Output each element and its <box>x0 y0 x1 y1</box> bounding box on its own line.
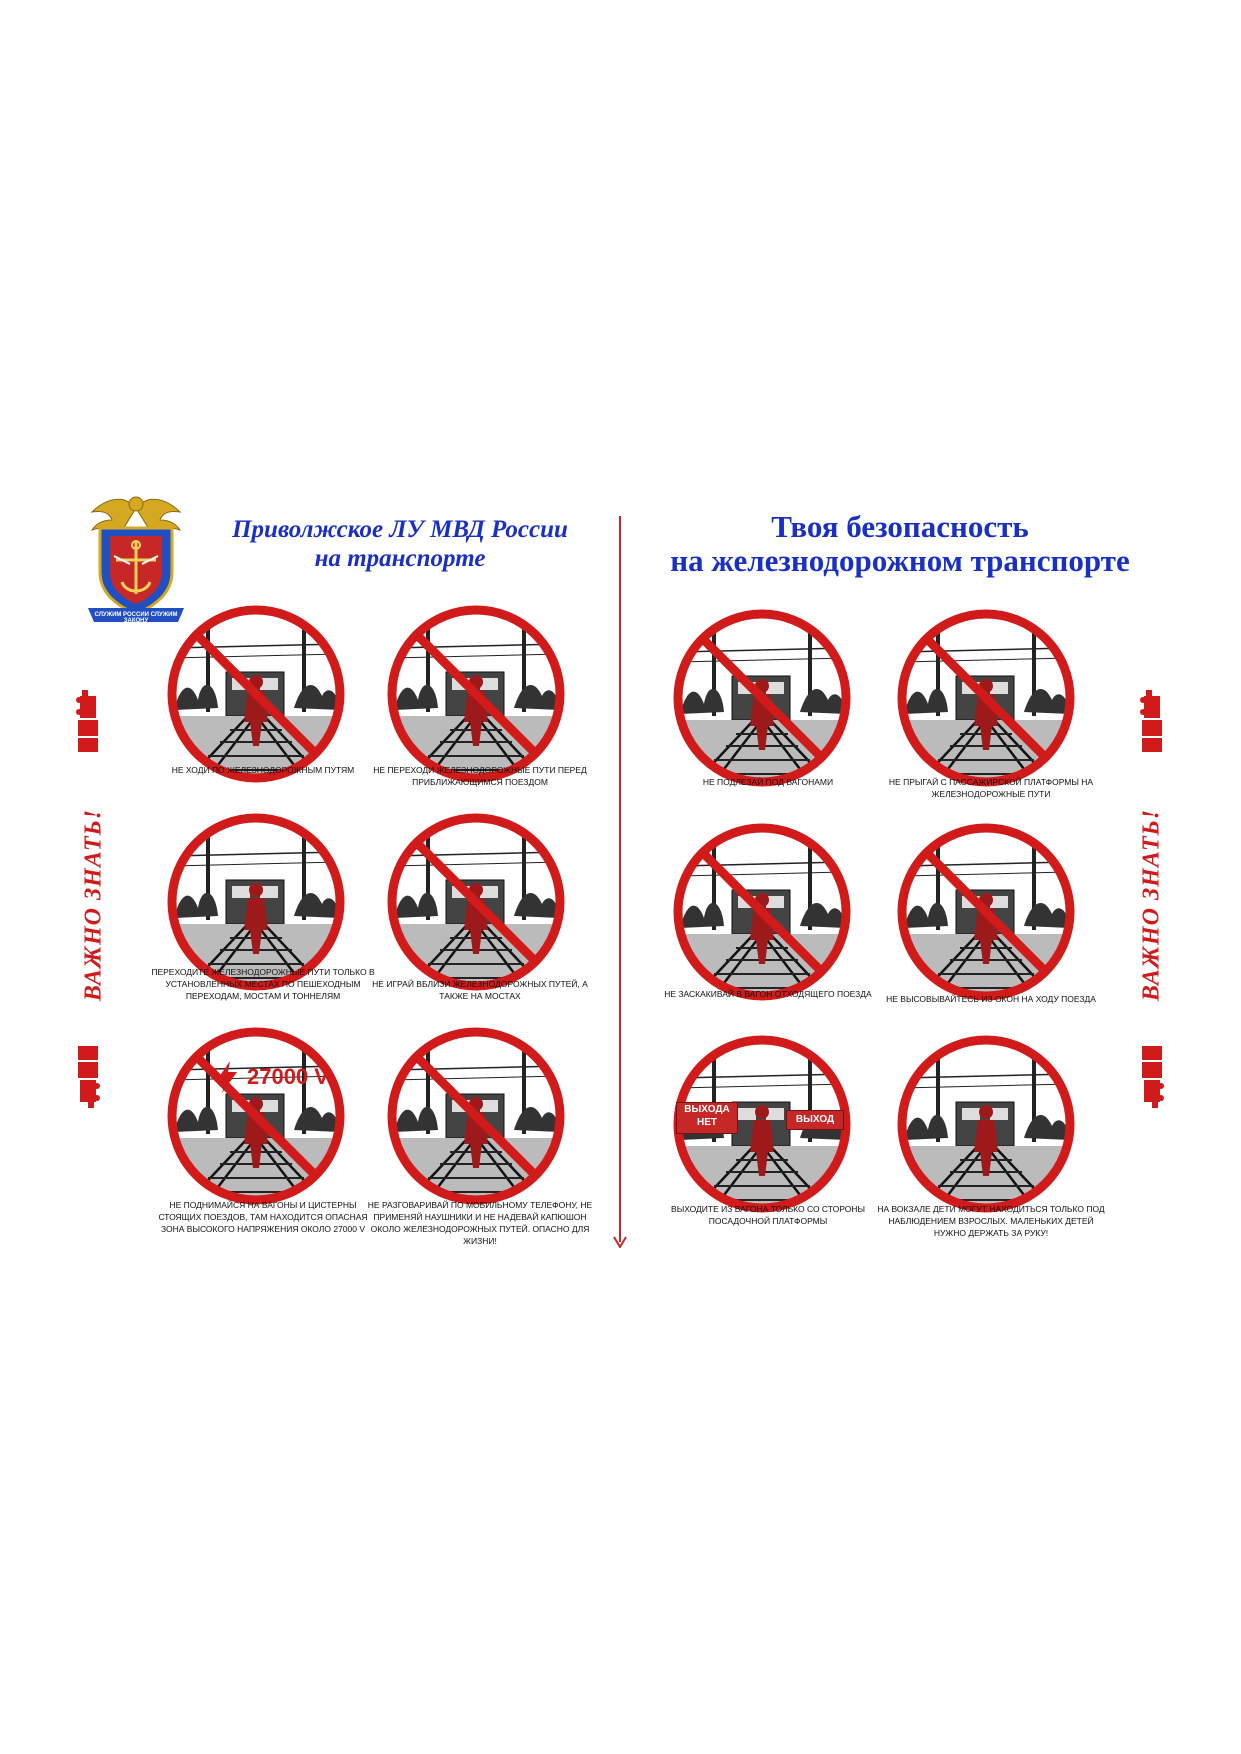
rule-caption: Не подлезай под вагонами <box>702 777 834 787</box>
rule-sign-no-leaning-out <box>897 823 1075 1001</box>
page-title: Твоя безопасность на железнодорожном тра… <box>630 510 1170 578</box>
side-banner-left: ВАЖНО ЗНАТЬ! <box>74 780 114 1030</box>
rule-sign-no-crawling-under <box>673 609 851 787</box>
side-banner-left-text: ВАЖНО ЗНАТЬ! <box>80 808 107 1002</box>
center-divider <box>619 516 621 1242</box>
prohibition-slash <box>412 838 540 966</box>
prohibition-slash <box>412 630 540 758</box>
train-icon <box>1142 1046 1164 1108</box>
prohibition-slash <box>192 1052 320 1180</box>
lightning-icon <box>217 1061 237 1093</box>
rule-sign-no-phone-near-tracks <box>387 1027 565 1205</box>
prohibition-slash <box>698 848 826 976</box>
rule-sign-no-crossing-before-train <box>387 605 565 783</box>
side-banner-right: ВАЖНО ЗНАТЬ! <box>1132 780 1172 1030</box>
rule-caption: Не высовывайтесь из окон на ходу поезда <box>886 994 1096 1004</box>
voltage-badge: 27000 V <box>247 1064 329 1089</box>
page-title-line1: Твоя безопасность <box>771 509 1029 544</box>
emblem-ribbon-text: СЛУЖИМ РОССИИ СЛУЖИМ ЗАКОНУ <box>94 612 178 624</box>
rule-caption: На вокзале дети могут находиться только … <box>877 1204 1105 1238</box>
prohibition-slash <box>412 1052 540 1180</box>
rule-sign-no-climbing-wagons <box>167 1027 345 1205</box>
organization-title-line1: Приволжское ЛУ МВД России <box>232 516 568 543</box>
no-exit-sign-line2: НЕТ <box>697 1117 717 1128</box>
no-exit-sign-line1: ВЫХОДА <box>684 1104 730 1115</box>
person-figure <box>974 1105 998 1176</box>
divider-arrow-icon <box>613 1236 627 1248</box>
rule-caption: Не заскакивай в вагон отходящего поезда <box>664 989 872 999</box>
rule-sign-no-jumping-platform <box>897 609 1075 787</box>
mvd-emblem <box>88 496 184 622</box>
train-icon <box>76 690 98 752</box>
prohibition-slash <box>922 848 1050 976</box>
rule-sign-no-playing-near-tracks <box>387 813 565 991</box>
rule-caption: Не играй вблизи железнодорожных путей, а… <box>372 979 588 1001</box>
rule-sign-no-walking-tracks <box>167 605 345 783</box>
rule-caption: Не прыгай с пассажирской платформы на же… <box>888 777 1094 799</box>
rule-caption: Не ходи по железнодорожным путям <box>171 765 355 775</box>
side-banner-right-text: ВАЖНО ЗНАТЬ! <box>1138 808 1165 1002</box>
train-icon <box>1140 690 1162 752</box>
rule-sign-cross-at-designated <box>167 813 345 991</box>
rule-caption: Выходите из вагона только со стороны пос… <box>671 1204 865 1226</box>
organization-title-line2: на транспорте <box>314 545 486 572</box>
person-figure <box>750 1105 774 1176</box>
organization-title: Приволжское ЛУ МВД России на транспорте <box>190 515 610 573</box>
prohibition-slash <box>192 630 320 758</box>
rule-caption: Не разговаривай по мобильному телефону, … <box>367 1200 593 1246</box>
person-figure <box>244 883 268 954</box>
rule-sign-no-jumping-into-train <box>673 823 851 1001</box>
page-title-line2: на железнодорожном транспорте <box>670 543 1130 578</box>
rule-caption: Не поднимайся на вагоны и цистерны стоящ… <box>158 1200 368 1234</box>
rule-caption: Переходите железнодорожные пути только в… <box>151 967 375 1001</box>
prohibition-slash <box>922 634 1050 762</box>
train-icon <box>78 1046 100 1108</box>
rule-sign-children-supervised <box>897 1035 1075 1213</box>
prohibition-slash <box>698 634 826 762</box>
no-exit-sign: ВЫХОДА НЕТ <box>676 1102 738 1134</box>
rule-caption: Не переходи железнодорожные пути перед п… <box>373 765 587 787</box>
exit-sign: ВЫХОД <box>786 1110 844 1130</box>
